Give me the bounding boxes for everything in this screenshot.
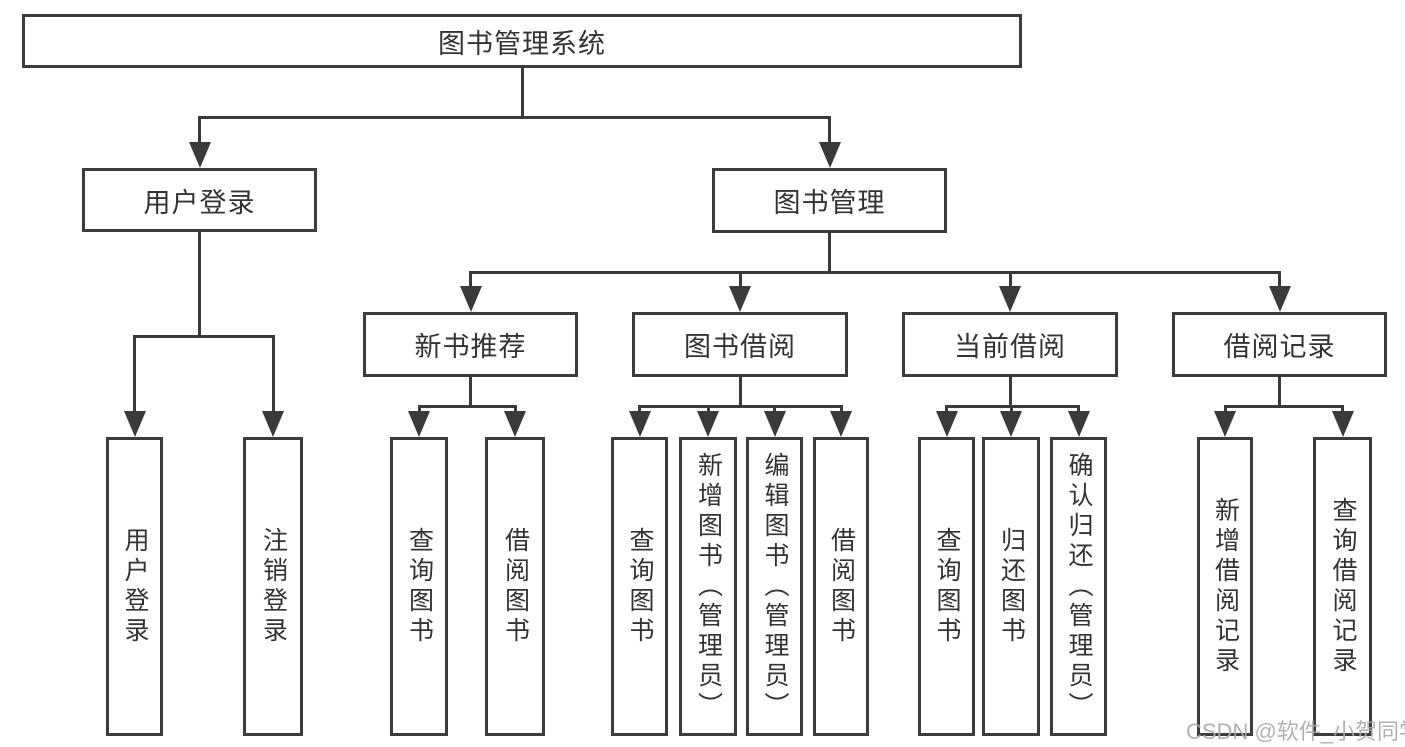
node-label-leaf-logout: 注销登录 — [259, 526, 288, 647]
node-label-new-book-rec: 新书推荐 — [414, 332, 527, 362]
csdn-watermark: CSDN @软件_小贺同学 — [1186, 719, 1405, 744]
node-root: 图书管理系统 — [22, 14, 1022, 68]
arrow-head-book-borrow — [729, 286, 751, 312]
arrow-head-leaf-borrow-book-1 — [504, 411, 526, 437]
node-label-leaf-query-book-1: 查询图书 — [405, 526, 434, 647]
arrow-head-leaf-borrow-book-2 — [830, 411, 852, 437]
node-leaf-borrow-book-1: 借阅图书 — [485, 437, 545, 736]
node-leaf-confirm-return: 确认归还（管理员） — [1050, 437, 1107, 736]
node-label-leaf-add-record: 新增借阅记录 — [1211, 496, 1240, 677]
arrow-head-leaf-add-record — [1214, 411, 1236, 437]
node-label-book-borrow: 图书借阅 — [684, 332, 796, 362]
node-borrow-records: 借阅记录 — [1172, 312, 1387, 377]
connector-stem-new-book-rec — [469, 377, 472, 408]
connector-rail-user-login — [133, 334, 275, 338]
arrow-head-leaf-user-login — [123, 411, 146, 437]
node-label-borrow-records: 借阅记录 — [1223, 332, 1336, 362]
arrow-head-new-book-rec — [459, 286, 482, 312]
connector-rail-new-book-rec — [417, 404, 517, 408]
node-leaf-return-book: 归还图书 — [982, 437, 1040, 736]
node-label-leaf-borrow-book-1: 借阅图书 — [501, 526, 530, 647]
arrow-head-book-mgmt — [818, 142, 841, 168]
node-label-book-mgmt: 图书管理 — [773, 188, 886, 218]
connector-stem-user-login — [198, 232, 201, 338]
node-leaf-query-book-3: 查询图书 — [918, 437, 975, 736]
node-label-leaf-query-record: 查询借阅记录 — [1329, 496, 1357, 677]
arrow-head-leaf-query-book-1 — [408, 411, 430, 437]
arrow-head-leaf-add-book — [697, 411, 719, 437]
connector-stem-book-mgmt — [828, 233, 831, 274]
node-leaf-add-book: 新增图书（管理员） — [679, 437, 737, 736]
arrow-head-borrow-records — [1268, 286, 1291, 312]
node-leaf-query-book-2: 查询图书 — [611, 437, 668, 736]
node-label-leaf-query-book-3: 查询图书 — [933, 526, 961, 647]
node-leaf-query-book-1: 查询图书 — [390, 437, 448, 736]
node-label-leaf-confirm-return: 确认归还（管理员） — [1065, 451, 1093, 722]
connector-stem-book-borrow — [738, 377, 742, 408]
arrow-head-current-borrow — [999, 286, 1021, 312]
node-label-leaf-return-book: 归还图书 — [997, 526, 1026, 647]
node-leaf-borrow-book-2: 借阅图书 — [813, 437, 869, 736]
arrow-shaft-book-borrow — [738, 272, 742, 294]
node-new-book-rec: 新书推荐 — [363, 312, 578, 377]
node-leaf-edit-book: 编辑图书（管理员） — [746, 437, 803, 736]
connector-rail-book-mgmt — [469, 270, 1281, 274]
connector-rail-book-borrow — [638, 404, 843, 408]
node-label-leaf-edit-book: 编辑图书（管理员） — [761, 451, 789, 722]
arrow-head-leaf-logout — [262, 411, 284, 437]
connector-rail-borrow-records — [1223, 404, 1344, 408]
node-label-user-login: 用户登录 — [143, 187, 256, 218]
node-label-leaf-user-login: 用户登录 — [121, 526, 149, 647]
arrow-head-leaf-confirm-return — [1067, 411, 1090, 437]
arrow-shaft-user-login — [198, 117, 201, 150]
node-leaf-add-record: 新增借阅记录 — [1197, 437, 1253, 736]
node-leaf-logout: 注销登录 — [243, 437, 303, 736]
arrow-shaft-book-mgmt — [828, 117, 831, 150]
arrow-head-leaf-edit-book — [763, 411, 786, 437]
connector-stem-root — [520, 68, 524, 119]
connector-rail-root — [198, 115, 831, 119]
connector-stem-current-borrow — [1008, 377, 1012, 408]
node-leaf-query-record: 查询借阅记录 — [1313, 437, 1372, 736]
node-label-leaf-add-book: 新增图书（管理员） — [694, 451, 723, 722]
node-label-leaf-query-book-2: 查询图书 — [626, 526, 654, 647]
node-label-current-borrow: 当前借阅 — [954, 332, 1066, 362]
connector-stem-borrow-records — [1278, 377, 1281, 408]
arrow-head-leaf-return-book — [1000, 411, 1022, 437]
node-label-leaf-borrow-book-2: 借阅图书 — [827, 526, 856, 647]
node-label-root: 图书管理系统 — [438, 28, 606, 59]
node-user-login: 用户登录 — [82, 168, 317, 232]
arrow-head-leaf-query-record — [1331, 411, 1354, 437]
node-book-mgmt: 图书管理 — [712, 168, 947, 233]
arrow-head-leaf-query-book-3 — [935, 411, 958, 437]
node-book-borrow: 图书借阅 — [632, 312, 848, 377]
arrow-head-user-login — [188, 142, 211, 168]
connector-rail-current-borrow — [945, 404, 1080, 408]
arrow-shaft-borrow-records — [1278, 272, 1281, 294]
node-current-borrow: 当前借阅 — [902, 312, 1118, 377]
node-leaf-user-login: 用户登录 — [106, 437, 163, 736]
arrow-shaft-new-book-rec — [469, 272, 472, 294]
arrow-shaft-leaf-logout — [271, 336, 275, 419]
arrow-shaft-current-borrow — [1008, 272, 1012, 294]
arrow-head-leaf-query-book-2 — [628, 411, 651, 437]
arrow-shaft-leaf-user-login — [133, 336, 136, 419]
